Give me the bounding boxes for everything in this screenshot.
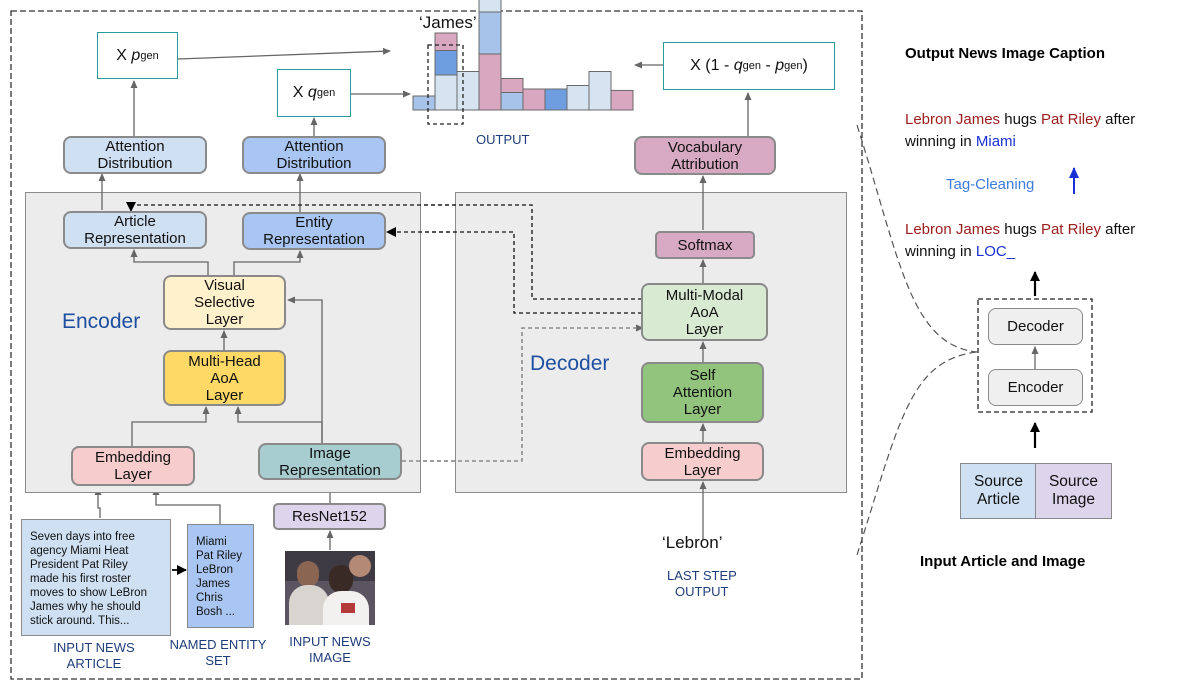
- outer-dashed-frame: [10, 10, 863, 680]
- output-label: OUTPUT: [476, 132, 530, 147]
- caption2-w1: Lebron James: [905, 221, 1001, 238]
- q-gen-prefix: X: [292, 84, 308, 101]
- q-gen-sub: gen: [316, 87, 336, 99]
- image-representation: Image Representation: [258, 443, 402, 480]
- multi-modal-aoa-layer: Multi-Modal AoA Layer: [641, 283, 768, 341]
- caption-final: Lebron James hugs Pat Riley after winnin…: [905, 109, 1175, 153]
- input-article-box: Seven days into free agency Miami Heat P…: [21, 519, 171, 636]
- last-step-label-1: LAST STEP: [667, 568, 737, 583]
- encoder-embedding-layer: Embedding Layer: [71, 446, 195, 486]
- resnet152: ResNet152: [273, 503, 386, 530]
- caption1-w4: after: [1100, 111, 1136, 128]
- vocab-p-sub: gen: [784, 60, 803, 72]
- vocab-q-var: q: [733, 57, 743, 74]
- vocabulary-attribution: Vocabulary Attribution: [634, 136, 776, 175]
- output-caption-title: Output News Image Caption: [905, 45, 1106, 62]
- named-entity-box: Miami Pat Riley LeBron James Chris Bosh …: [187, 524, 254, 628]
- caption1-w5: winning in: [905, 133, 976, 150]
- right-model-frame: [977, 298, 1093, 413]
- source-article-box: Source Article: [960, 463, 1037, 519]
- multi-head-aoa-layer: Multi-Head AoA Layer: [163, 350, 286, 406]
- last-step-label-2: OUTPUT: [675, 584, 729, 599]
- vocab-p-var: p: [775, 57, 785, 74]
- lebron-label: ‘Lebron’: [662, 533, 723, 552]
- output-bar: [478, 0, 502, 13]
- output-bar: [610, 89, 634, 111]
- james-label: ‘James’: [419, 13, 477, 32]
- vocab-suffix: ): [802, 57, 808, 74]
- right-decoder-box: Decoder: [988, 308, 1083, 345]
- decoder-label: Decoder: [530, 352, 610, 375]
- vocab-prefix: X (1 -: [690, 57, 734, 74]
- p-gen-prefix: X: [116, 46, 132, 64]
- input-news-image: [285, 551, 375, 625]
- caption1-w6: Miami: [975, 133, 1016, 150]
- attention-distribution-article: Attention Distribution: [63, 136, 207, 174]
- tag-cleaning-label: Tag-Cleaning: [946, 176, 1035, 193]
- caption2-w5: winning in: [905, 243, 976, 260]
- p-gen-sub: gen: [140, 49, 159, 62]
- output-bar: [434, 32, 458, 51]
- caption-tagged: Lebron James hugs Pat Riley after winnin…: [905, 219, 1175, 263]
- james-highlight-box: [427, 44, 464, 125]
- input-image-label: INPUT NEWS IMAGE: [289, 634, 371, 665]
- source-image-box: Source Image: [1035, 463, 1112, 519]
- entity-representation: Entity Representation: [242, 212, 386, 250]
- named-entity-label: NAMED ENTITY SET: [169, 637, 267, 668]
- q-gen-var: q: [307, 84, 317, 101]
- caption2-w3: Pat Riley: [1040, 221, 1101, 238]
- p-gen-var: p: [131, 46, 141, 64]
- input-article-label: INPUT NEWS ARTICLE: [53, 640, 135, 671]
- input-article-image-title: Input Article and Image: [920, 553, 1086, 570]
- vocab-q-sub: gen: [742, 60, 761, 72]
- vocab-mid: -: [761, 57, 776, 74]
- encoder-label: Encoder: [62, 310, 141, 333]
- caption1-w3: Pat Riley: [1040, 111, 1101, 128]
- attention-distribution-entity: Attention Distribution: [242, 136, 386, 174]
- article-representation: Article Representation: [63, 211, 207, 249]
- softmax: Softmax: [655, 231, 755, 259]
- decoder-embedding-layer: Embedding Layer: [641, 442, 764, 481]
- caption2-w2: hugs: [1000, 221, 1041, 238]
- visual-selective-layer: Visual Selective Layer: [163, 275, 286, 330]
- caption2-w6: LOC_: [975, 243, 1016, 260]
- caption2-w4: after: [1100, 221, 1136, 238]
- output-bar: [500, 78, 524, 93]
- caption1-w1: Lebron James: [905, 111, 1001, 128]
- caption1-w2: hugs: [1000, 111, 1041, 128]
- self-attention-layer: Self Attention Layer: [641, 362, 764, 423]
- right-encoder-box: Encoder: [988, 369, 1083, 406]
